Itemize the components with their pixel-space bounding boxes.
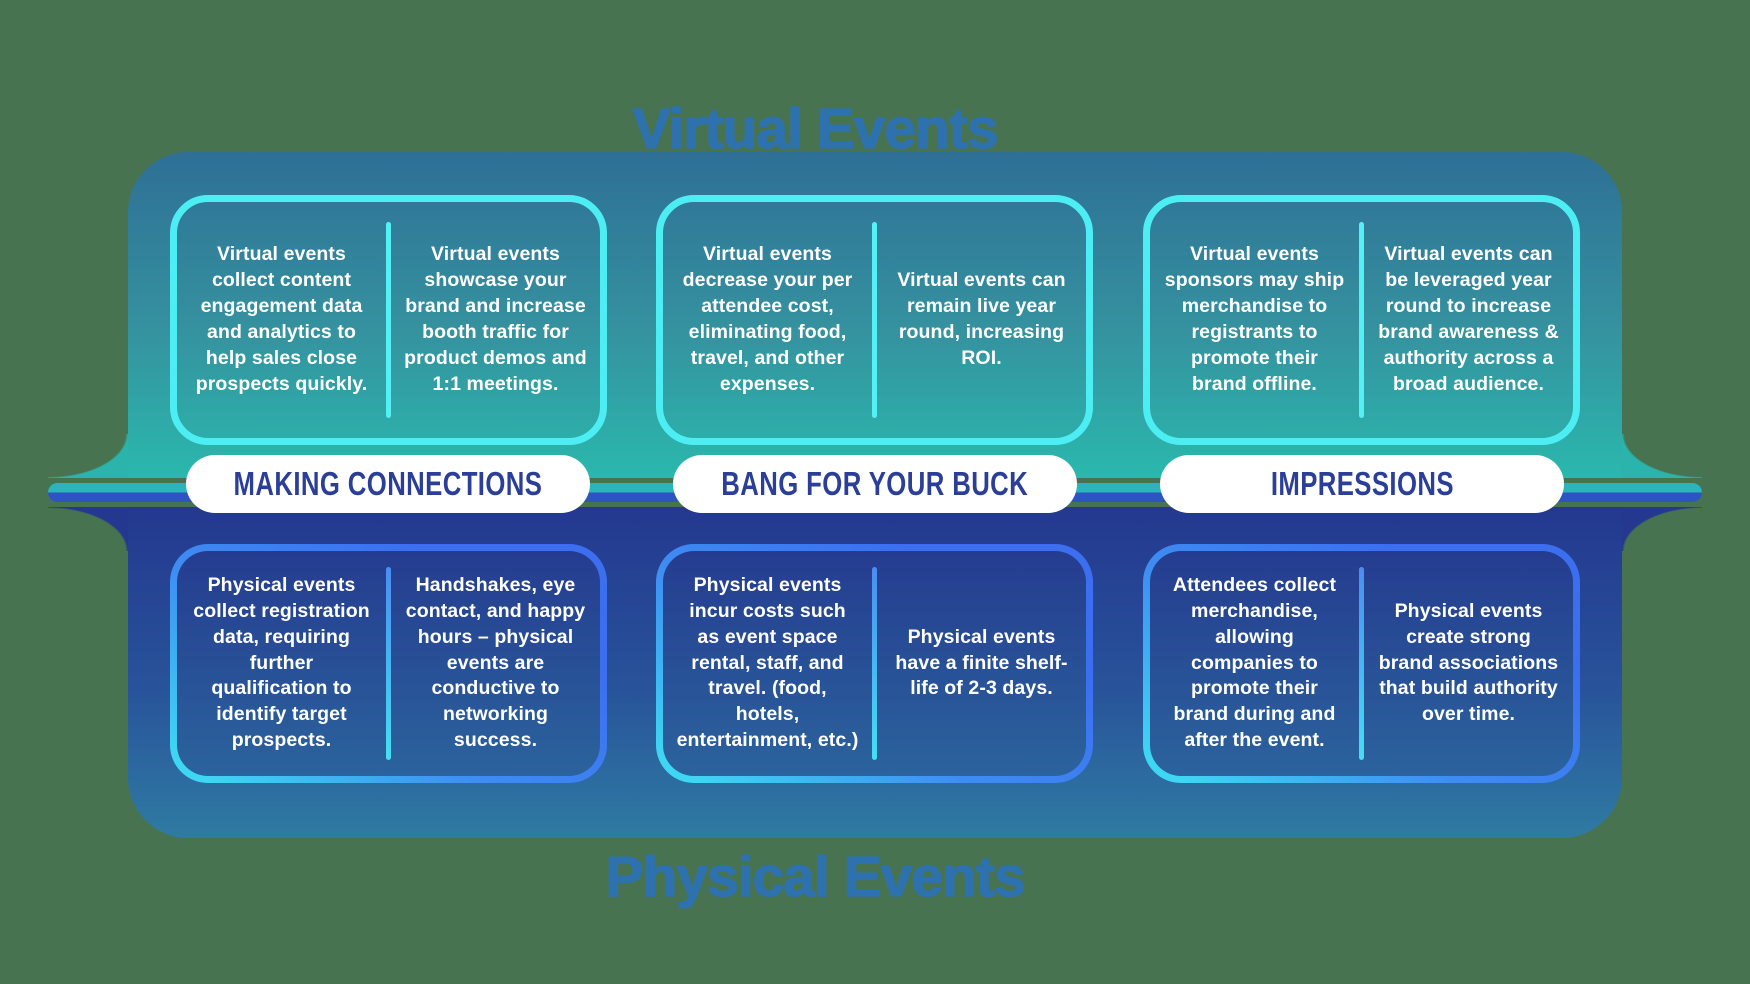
text-block: Physical events have a finite shelf-life… [895,625,1068,700]
physical-events-title: Physical Events [605,844,1026,909]
virtual-box-1-right-text: Virtual events showcase your brand and i… [391,202,600,438]
virtual-section-flare-right [1622,434,1702,478]
text-block: Physical events collect registration dat… [193,573,370,752]
text-block: Handshakes, eye contact, and happy hours… [405,573,586,752]
physical-box-3-left-text: Attendees collect merchandise, allowing … [1150,551,1359,776]
virtual-box-3-left-text: Virtual events sponsors may ship merchan… [1150,202,1359,438]
virtual-box-1-left-text: Virtual events collect content engagemen… [177,202,386,438]
virtual-box-3-right-text: Virtual events can be leveraged year rou… [1364,202,1573,438]
physical-box-2-left-text: Physical events incur costs such as even… [663,551,872,776]
column-divider [386,222,391,418]
text-block: Physical events incur costs such as even… [676,573,859,752]
category-label: BANG FOR YOUR BUCK [721,465,1029,502]
text-block: Virtual events can remain live year roun… [897,269,1066,369]
text-block: Virtual events showcase your brand and i… [404,243,587,395]
text-block: Attendees collect merchandise, allowing … [1172,573,1337,752]
physical-box-3-right-text: Physical events create strong brand asso… [1364,551,1573,776]
virtual-box-bang-for-your-buck: Virtual events decrease your per attende… [656,195,1093,445]
physical-box-bang-for-your-buck: Physical events incur costs such as even… [656,544,1093,783]
column-divider [1359,567,1364,760]
column-divider [872,567,877,760]
category-pill-bang-for-your-buck: BANG FOR YOUR BUCK [673,455,1077,513]
physical-section-flare-right [1622,507,1702,551]
physical-section-flare-left [48,507,128,551]
physical-box-2-right-text: Physical events have a finite shelf-life… [877,551,1086,776]
virtual-box-2-right-text: Virtual events can remain live year roun… [877,202,1086,438]
virtual-section-flare-left [48,434,128,478]
text-block: Virtual events can be leveraged year rou… [1378,243,1559,395]
column-divider [872,222,877,418]
column-divider [1359,222,1364,418]
text-block: Physical events create strong brand asso… [1378,599,1559,726]
text-block: Virtual events collect content engagemen… [195,243,368,395]
category-pill-making-connections: MAKING CONNECTIONS [186,455,590,513]
virtual-box-impressions: Virtual events sponsors may ship merchan… [1143,195,1580,445]
column-divider [386,567,391,760]
physical-box-1-right-text: Handshakes, eye contact, and happy hours… [391,551,600,776]
physical-box-making-connections: Physical events collect registration dat… [170,544,607,783]
category-pill-impressions: IMPRESSIONS [1160,455,1564,513]
text-block: Virtual events sponsors may ship merchan… [1164,243,1345,395]
category-label: IMPRESSIONS [1270,465,1454,502]
category-label: MAKING CONNECTIONS [233,465,543,502]
virtual-box-making-connections: Virtual events collect content engagemen… [170,195,607,445]
virtual-events-title: Virtual Events [632,96,999,161]
physical-box-1-left-text: Physical events collect registration dat… [177,551,386,776]
virtual-box-2-left-text: Virtual events decrease your per attende… [663,202,872,438]
physical-box-impressions: Attendees collect merchandise, allowing … [1143,544,1580,783]
text-block: Virtual events decrease your per attende… [682,243,853,395]
